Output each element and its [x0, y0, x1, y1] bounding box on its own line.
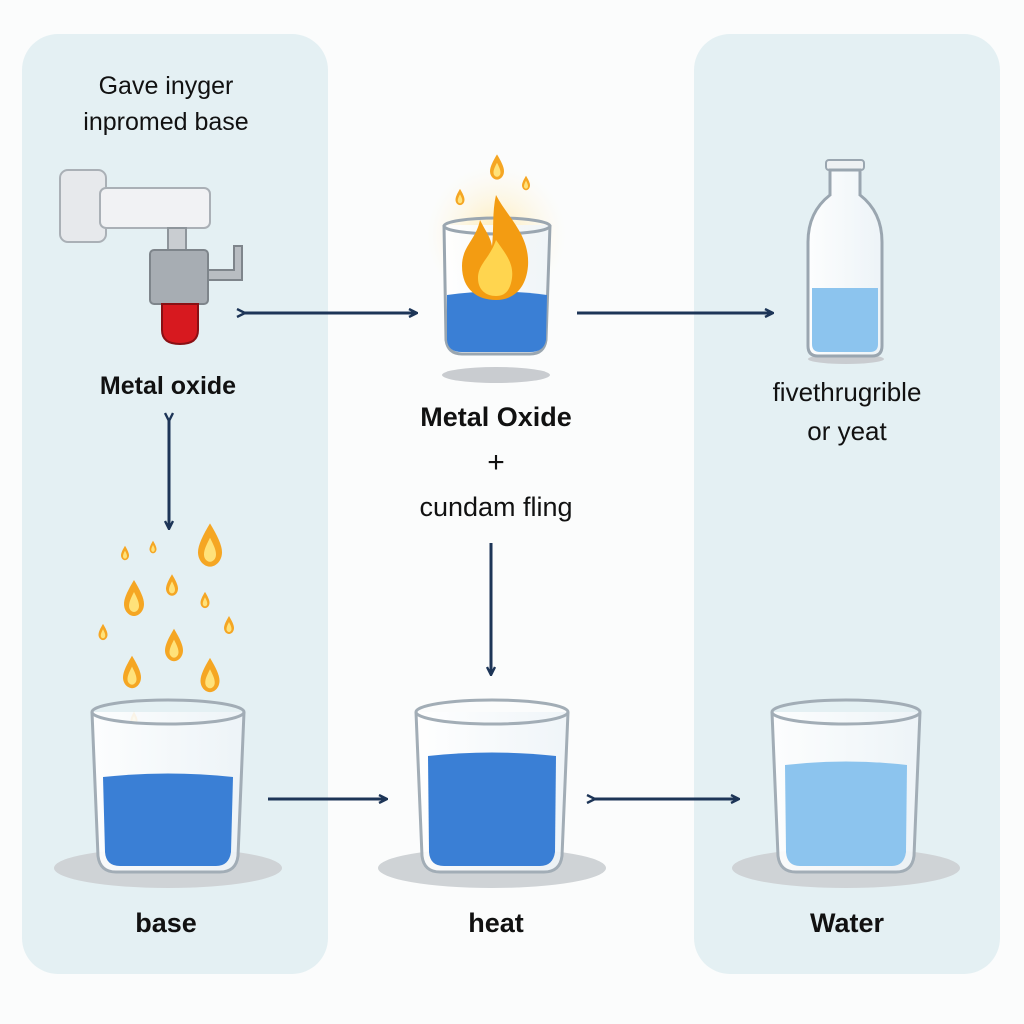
bottle-label-line2: or yeat: [807, 416, 887, 446]
glass-bottle-icon: [806, 159, 884, 358]
left-header-line1: Gave inyger: [98, 72, 234, 100]
left-header-line2: inpromed base: [83, 108, 249, 136]
metal-oxide-label: Metal oxide: [99, 372, 237, 400]
beaker-icon: [770, 698, 922, 874]
flame-droplets-icon: [98, 523, 234, 725]
beaker-icon: [90, 698, 246, 874]
heat-label: heat: [468, 908, 524, 938]
water-label: Water: [809, 908, 884, 938]
beaker-icon: [414, 698, 570, 874]
beaker-with-flame-icon: [442, 154, 552, 356]
plus-sign: +: [487, 446, 505, 479]
base-label: base: [135, 908, 197, 938]
bottle-label-line1: fivethrugrible: [772, 377, 922, 407]
faucet-icon: [59, 169, 243, 346]
compound-label: Metal Oxide: [420, 402, 572, 432]
reagent-label: cundam fling: [419, 492, 573, 522]
arrow-icon: [169, 313, 772, 799]
